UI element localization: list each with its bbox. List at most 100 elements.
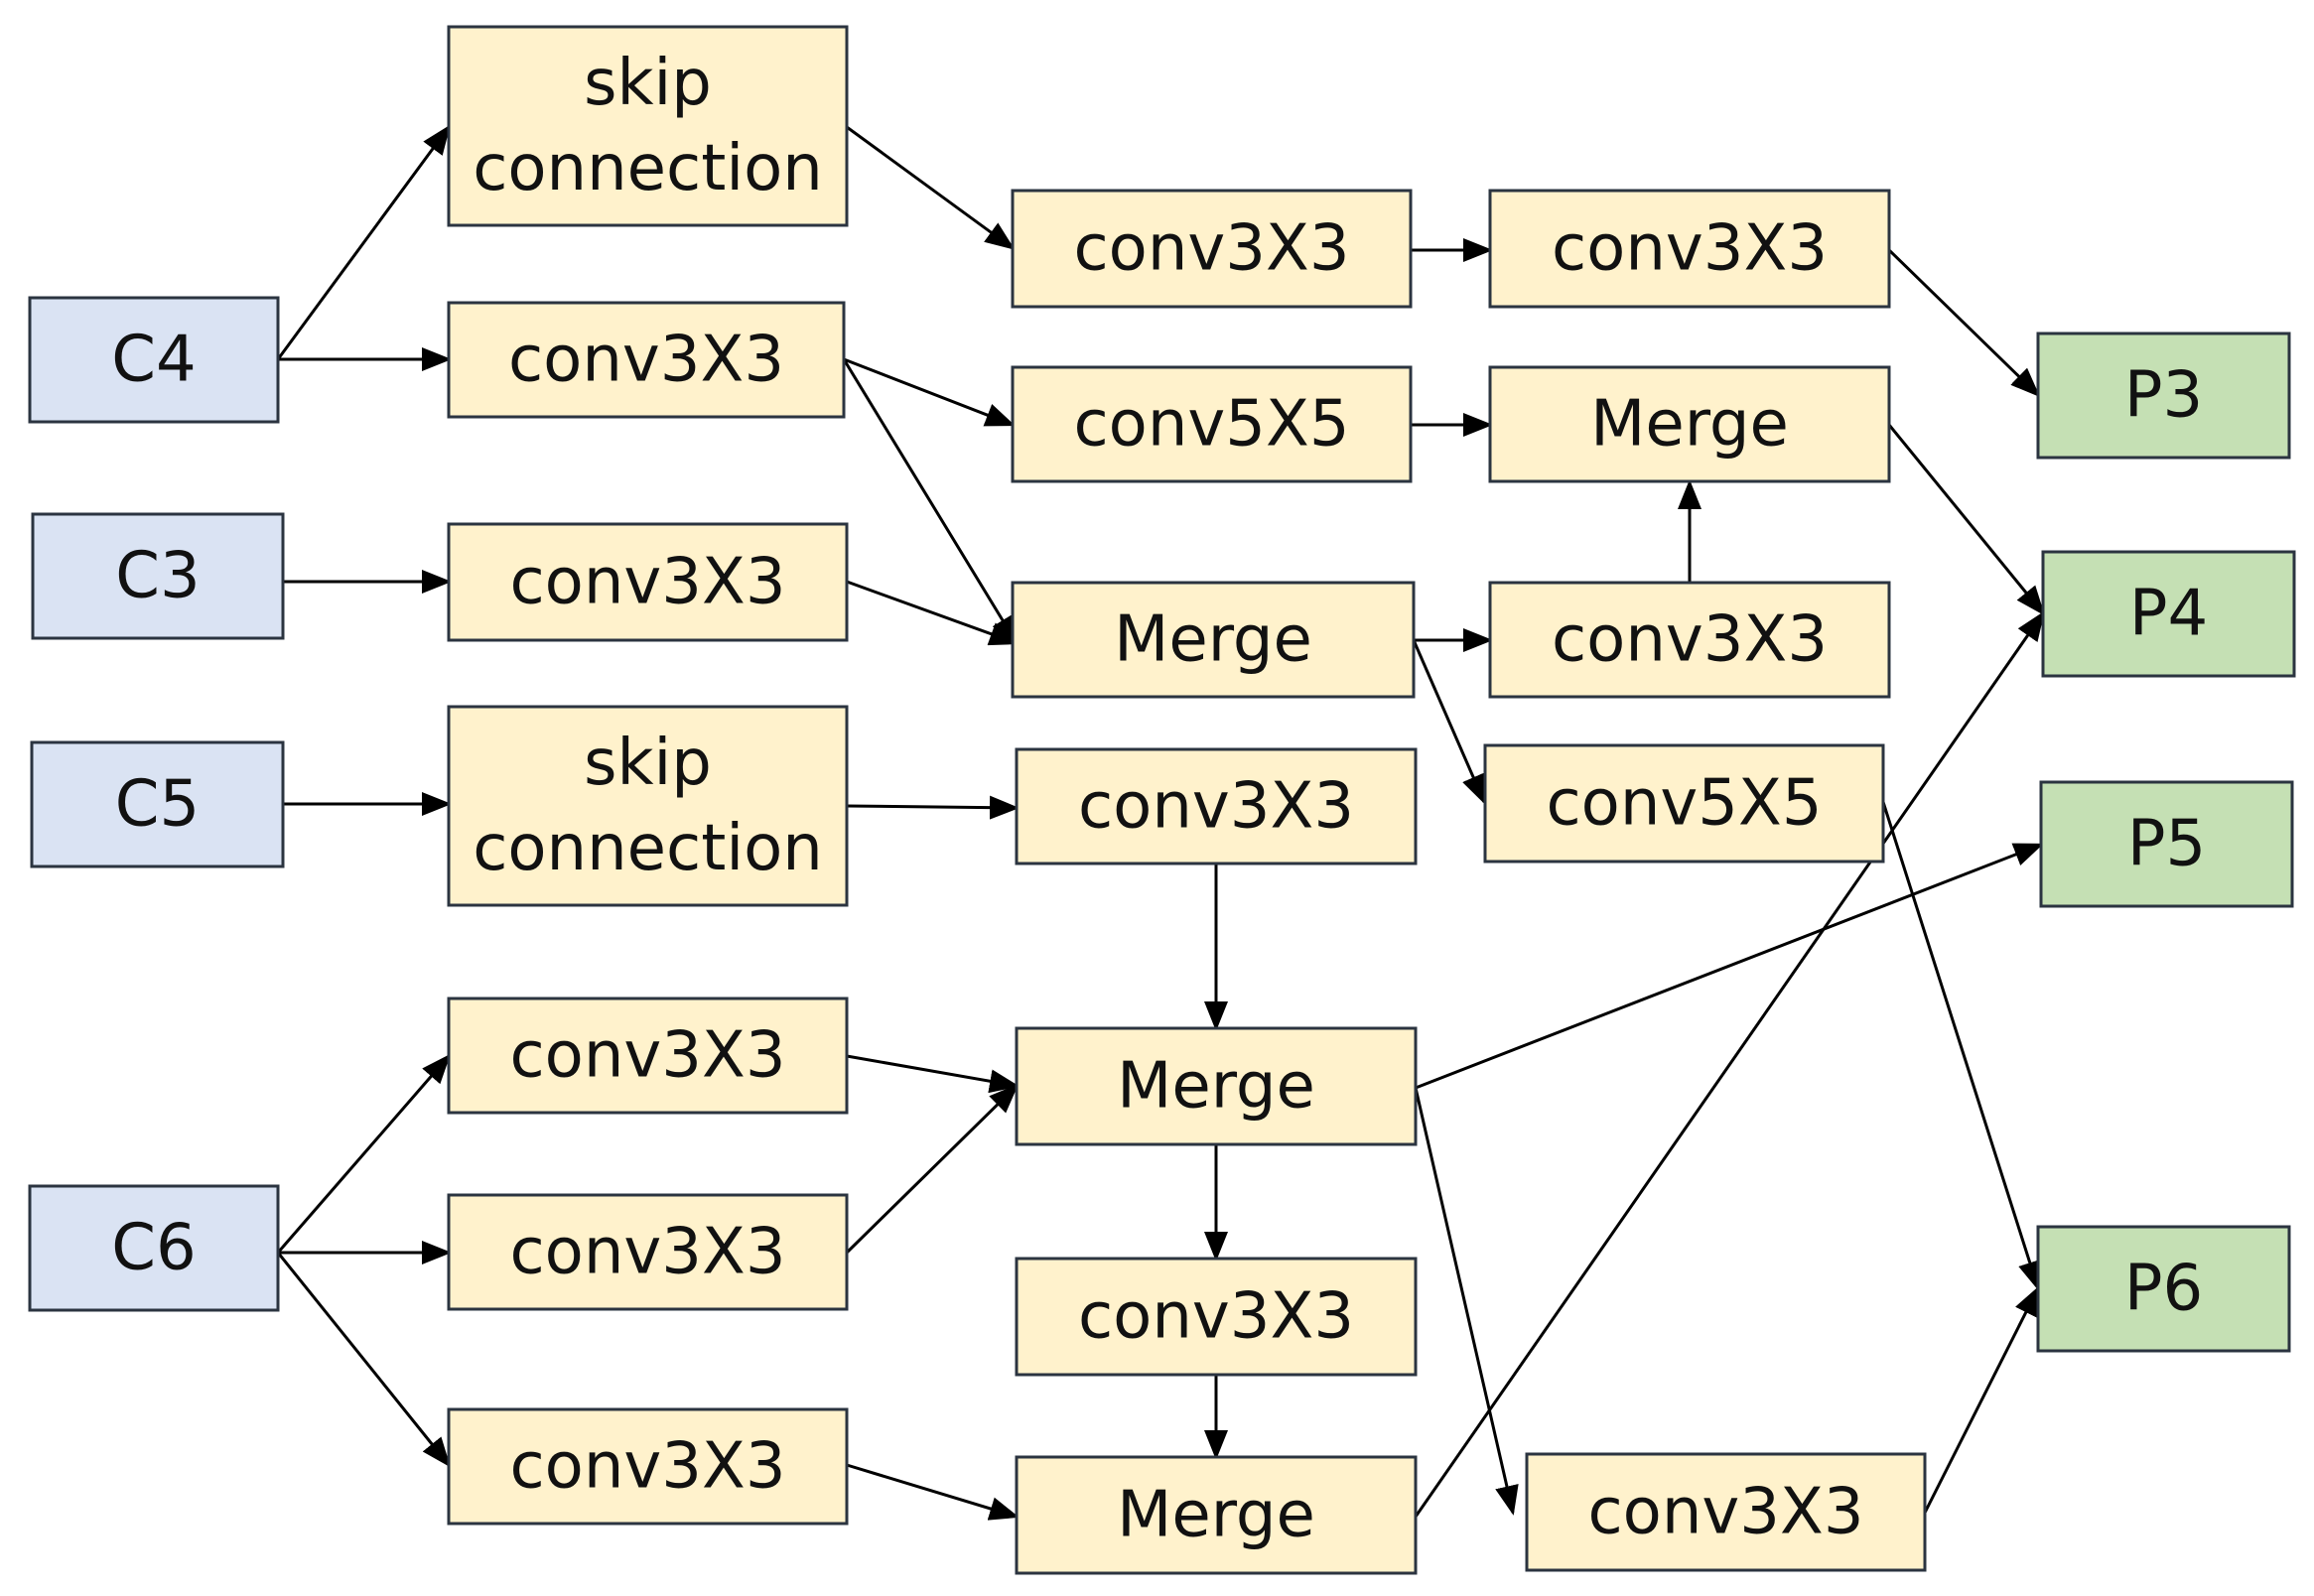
node-label: connection [473, 812, 823, 885]
node-box [2041, 550, 2296, 678]
node-box [447, 1407, 849, 1526]
node-conv5_1: conv5X5 [1011, 365, 1413, 483]
edge-conv_c4-to-merge1 [842, 358, 1019, 646]
node-label: conv3X3 [1078, 770, 1354, 844]
node-box [2036, 332, 2291, 460]
node-label: conv3X3 [509, 546, 785, 619]
node-conv_mid: conv3X3 [1015, 747, 1418, 865]
node-merge1: Merge [1011, 581, 1416, 699]
edge-conv_c4-to-conv5_1 [843, 357, 1016, 427]
node-box [447, 997, 849, 1115]
edge-merge3-to-p4 [1414, 610, 2045, 1518]
node-label: skip [584, 47, 712, 120]
node-label: P4 [2129, 578, 2208, 651]
edge-merge1-to-conv5_2 [1412, 639, 1486, 805]
edge-conv_r2-to-p6 [1923, 1285, 2040, 1514]
node-c4: C4 [28, 296, 280, 424]
node-box [447, 301, 846, 419]
node-conv_mid2: conv3X3 [1015, 1257, 1418, 1377]
node-label: conv3X3 [1073, 212, 1349, 286]
edge-conv5_2-to-p6 [1881, 801, 2042, 1291]
node-box [1488, 581, 1891, 699]
edge-c6-to-conv_c6a [276, 1053, 451, 1254]
node-label: conv5X5 [1546, 767, 1822, 841]
node-c3: C3 [31, 512, 285, 640]
node-conv_c3: conv3X3 [447, 522, 849, 642]
node-label: Merge [1117, 1050, 1315, 1124]
node-box [1011, 581, 1416, 699]
node-conv_c6b: conv3X3 [447, 1193, 849, 1311]
node-box [1488, 365, 1891, 483]
node-label: C3 [115, 540, 200, 613]
node-skip1: skip connection [447, 25, 849, 227]
edge-merge_top-to-p4 [1887, 424, 2045, 616]
node-label: P3 [2124, 359, 2203, 433]
node-label: conv3X3 [509, 1019, 785, 1093]
edge-conv_top2-to-p3 [1887, 248, 2041, 398]
node-label: conv3X3 [1552, 212, 1828, 286]
node-box [28, 296, 280, 424]
node-box [1525, 1452, 1927, 1572]
node-label: conv3X3 [1552, 603, 1828, 677]
node-box [1488, 189, 1891, 309]
node-conv_c6a: conv3X3 [447, 997, 849, 1115]
node-skip2: skip connection [447, 705, 849, 907]
node-label: conv3X3 [508, 324, 784, 397]
node-label: connection [473, 132, 823, 205]
edge-conv_c6b-to-merge2 [845, 1083, 1020, 1255]
node-box [2036, 1225, 2291, 1353]
node-label: conv5X5 [1073, 388, 1349, 462]
node-box [1483, 743, 1885, 864]
node-conv5_2: conv5X5 [1483, 743, 1885, 864]
edge-skip2-to-conv_mid [846, 795, 1020, 820]
node-label: conv3X3 [509, 1216, 785, 1289]
node-box [1015, 1026, 1418, 1146]
node-conv_top2: conv3X3 [1488, 189, 1891, 309]
edge-c6-to-conv_c6c [276, 1252, 451, 1468]
node-merge3: Merge [1015, 1455, 1418, 1575]
node-label: C5 [115, 768, 200, 842]
node-box [1011, 189, 1413, 309]
edge-skip1-to-conv_top1 [846, 125, 1016, 250]
node-box [447, 1193, 849, 1311]
node-box [1015, 747, 1418, 865]
node-c5: C5 [30, 740, 285, 868]
node-p5: P5 [2039, 780, 2294, 908]
node-label: Merge [1590, 388, 1789, 462]
node-label: C4 [111, 324, 196, 397]
edges-layer [276, 124, 2045, 1521]
node-conv_r1: conv3X3 [1488, 581, 1891, 699]
edge-conv_c3-to-merge1 [846, 580, 1020, 646]
node-box [1015, 1455, 1418, 1575]
node-conv_c4: conv3X3 [447, 301, 846, 419]
edge-merge2-to-conv_r2 [1414, 1087, 1519, 1516]
node-box [447, 705, 849, 907]
edge-conv_c6c-to-merge3 [846, 1463, 1020, 1521]
edge-conv_c6a-to-merge2 [846, 1054, 1020, 1094]
node-label: C6 [111, 1212, 196, 1285]
node-c6: C6 [28, 1184, 280, 1312]
node-label: P5 [2127, 808, 2206, 881]
node-p4: P4 [2041, 550, 2296, 678]
node-box [447, 522, 849, 642]
node-box [1011, 365, 1413, 483]
node-label: P6 [2124, 1253, 2203, 1326]
node-label: conv3X3 [509, 1430, 785, 1504]
node-merge2: Merge [1015, 1026, 1418, 1146]
edge-c4-to-skip1 [276, 124, 451, 360]
node-box [1015, 1257, 1418, 1377]
node-label: conv3X3 [1078, 1280, 1354, 1354]
node-label: Merge [1114, 603, 1312, 677]
node-box [2039, 780, 2294, 908]
node-box [28, 1184, 280, 1312]
node-box [31, 512, 285, 640]
node-p3: P3 [2036, 332, 2291, 460]
node-conv_r2: conv3X3 [1525, 1452, 1927, 1572]
node-label: conv3X3 [1587, 1476, 1863, 1549]
node-box [447, 25, 849, 227]
node-p6: P6 [2036, 1225, 2291, 1353]
edge-merge2-to-p5 [1415, 843, 2044, 1090]
node-label: skip [584, 727, 712, 800]
